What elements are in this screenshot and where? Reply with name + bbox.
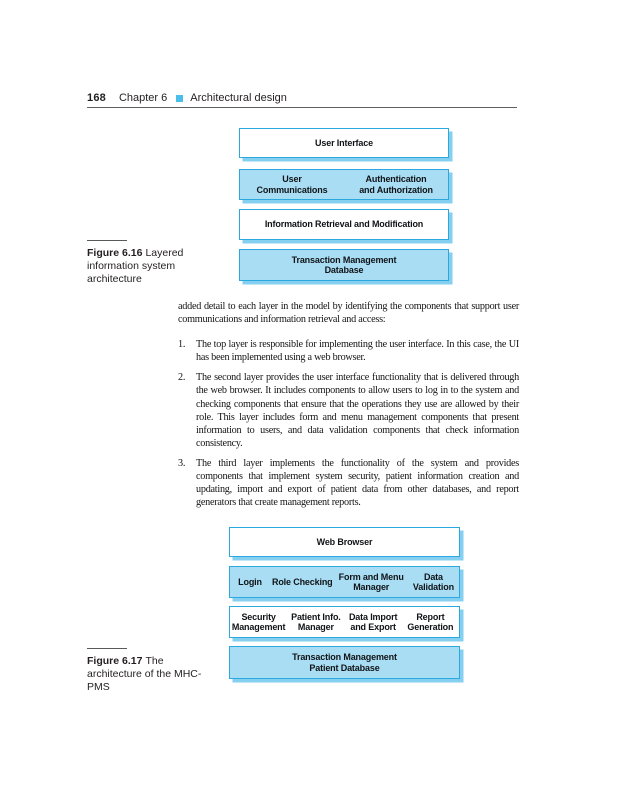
page-number: 168 — [87, 92, 106, 104]
fig617-layer-system-functionality: Security Management Patient Info. Manage… — [229, 606, 460, 638]
list-item-3: 3. The third layer implements the functi… — [178, 457, 519, 509]
list-item-2: 2. The second layer provides the user in… — [178, 371, 519, 450]
layer-label: Report Generation — [407, 611, 454, 633]
header-rule — [87, 107, 517, 109]
fig616-caption-label: Figure 6.16 — [87, 247, 143, 259]
layer-label: Authentication and Authorization — [359, 174, 433, 195]
fig617-layer-ui-functionality: Login Role Checking Form and Menu Manage… — [229, 566, 460, 598]
list-item-1: 1. The top layer is responsible for impl… — [178, 338, 519, 364]
layer-label: User Communications — [256, 174, 328, 195]
layer-label: Patient Info. Manager — [291, 611, 341, 633]
list-item-text: The second layer provides the user inter… — [196, 372, 519, 449]
list-number: 3. — [178, 457, 186, 469]
layer-label: Role Checking — [271, 576, 333, 587]
chapter-label: Chapter 6 — [118, 92, 168, 104]
fig617-layer-web-browser: Web Browser — [229, 527, 460, 557]
fig617-caption-label: Figure 6.17 — [87, 655, 143, 667]
intro-paragraph: added detail to each layer in the model … — [178, 301, 519, 326]
list-item-text: The third layer implements the functiona… — [196, 457, 519, 509]
caption-rule — [87, 240, 127, 241]
fig617-layer-transaction-db: Transaction Management Patient Database — [229, 646, 460, 679]
layer-label: Data Validation — [412, 571, 454, 593]
layer-label: Form and Menu Manager — [338, 571, 404, 593]
fig617-caption-text: The architecture of the MHC-PMS — [87, 655, 202, 693]
caption-rule — [87, 648, 127, 649]
layer-label: Transaction Management Patient Database — [292, 652, 397, 673]
layer-label: Information Retrieval and Modification — [264, 219, 424, 230]
fig616-layer-communications-auth: User Communications Authentication and A… — [239, 169, 449, 200]
list-number: 1. — [178, 339, 186, 351]
layer-label: Security Management — [231, 611, 286, 633]
layer-label: Transaction Management Database — [291, 254, 397, 276]
body-text: added detail to each layer in the model … — [178, 300, 519, 516]
section-square-icon — [176, 94, 184, 102]
fig616-layer-transaction-db: Transaction Management Database — [239, 249, 449, 281]
fig616-layer-info-retrieval: Information Retrieval and Modification — [239, 209, 449, 240]
list-item-text: The top layer is responsible for impleme… — [196, 339, 519, 364]
layer-label: Data Import and Export — [348, 611, 398, 633]
page-header: 168 Chapter 6 Architectural design — [87, 92, 287, 104]
layer-label: User Interface — [315, 137, 373, 148]
section-title: Architectural design — [190, 92, 287, 104]
list-number: 2. — [178, 372, 186, 384]
fig616-caption-text: Layered information system architecture — [87, 247, 184, 285]
layer-label: Web Browser — [316, 536, 373, 547]
fig616-layer-user-interface: User Interface — [239, 128, 449, 158]
layer-label: Login — [238, 576, 262, 587]
